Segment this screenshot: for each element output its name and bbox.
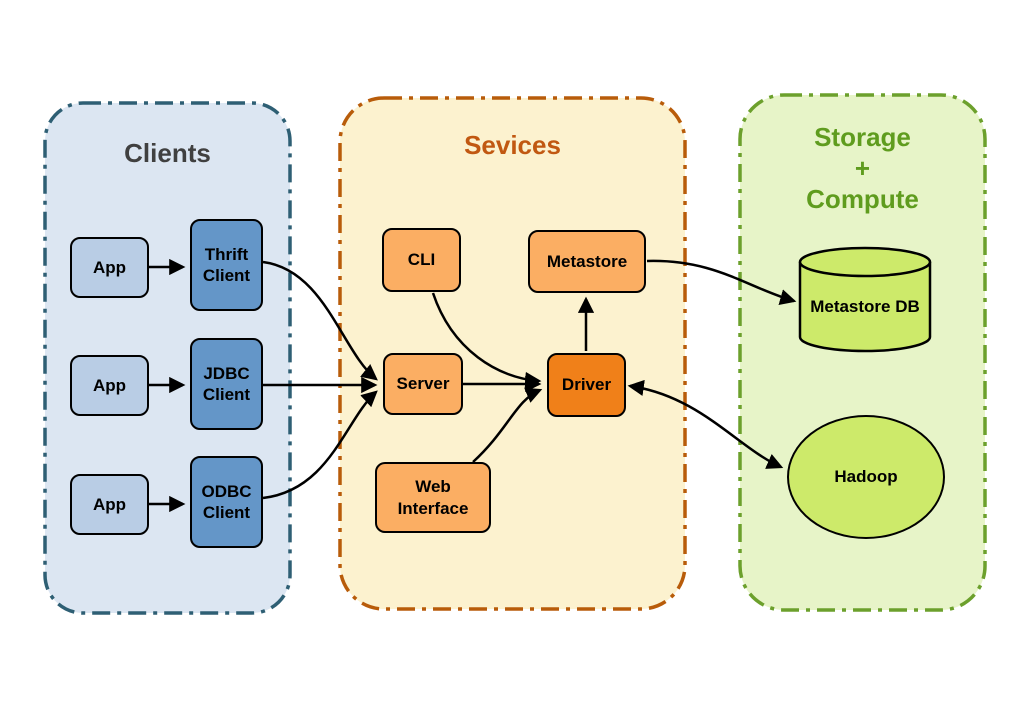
arrow-driver-hadoop-bidirectional bbox=[627, 379, 784, 469]
node-driver: Driver bbox=[547, 353, 626, 417]
node-hadoop: Hadoop bbox=[787, 415, 945, 539]
storage-group-title: Storage + Compute bbox=[806, 122, 919, 215]
node-cli: CLI bbox=[382, 228, 461, 292]
node-server: Server bbox=[383, 353, 463, 415]
clients-group-title: Clients bbox=[124, 138, 211, 168]
arrow-thrift-to-server bbox=[262, 260, 378, 381]
metastore-db-cylinder-top bbox=[798, 246, 932, 278]
node-thrift-client: Thrift Client bbox=[190, 219, 263, 311]
node-metastore: Metastore bbox=[528, 230, 646, 293]
metastore-db-cylinder-body bbox=[798, 262, 932, 353]
arrow-odbc-to-server bbox=[262, 390, 378, 500]
node-odbc-client: ODBC Client bbox=[190, 456, 263, 548]
services-group-title: Sevices bbox=[464, 130, 561, 160]
node-metastore-db-label: Metastore DB bbox=[810, 297, 920, 317]
node-app-3: App bbox=[70, 474, 149, 535]
arrow-web-interface-to-driver bbox=[472, 387, 543, 463]
node-app-1: App bbox=[70, 237, 149, 298]
arrow-metastore-to-metastore-db bbox=[646, 259, 797, 306]
node-web-interface: Web Interface bbox=[375, 462, 491, 533]
node-app-2: App bbox=[70, 355, 149, 416]
arrow-cli-to-driver bbox=[431, 292, 542, 389]
node-jdbc-client: JDBC Client bbox=[190, 338, 263, 430]
